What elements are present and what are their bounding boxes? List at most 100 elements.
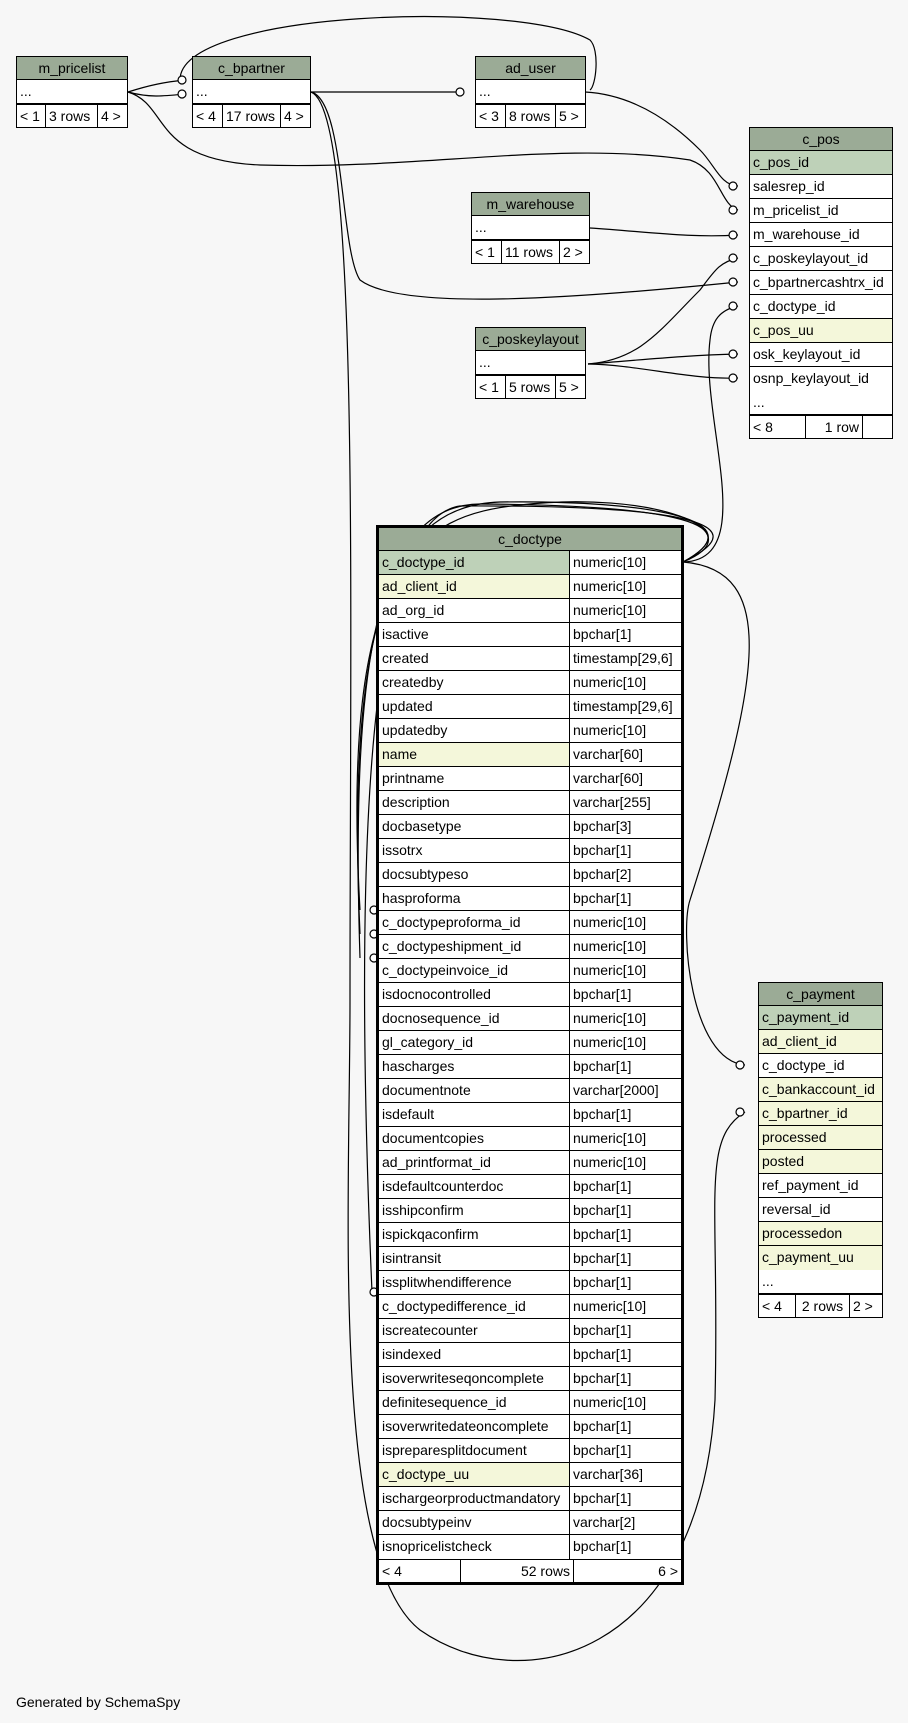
table-title[interactable]: ad_user xyxy=(476,57,585,80)
column-row[interactable]: c_pos_uu xyxy=(750,319,892,343)
children-count[interactable]: 6 > xyxy=(573,1560,681,1582)
children-count[interactable]: 2 > xyxy=(849,1295,882,1317)
column-row[interactable]: ref_payment_id xyxy=(759,1174,882,1198)
column-row[interactable]: c_poskeylayout_id xyxy=(750,247,892,271)
column-name: isdocnocontrolled xyxy=(382,986,491,1002)
column-row[interactable]: salesrep_id xyxy=(750,175,892,199)
column-row[interactable]: c_pos_id xyxy=(750,151,892,175)
column-row[interactable]: osnp_keylayout_id xyxy=(750,367,892,391)
column-row[interactable]: ad_client_id xyxy=(759,1030,882,1054)
children-count[interactable]: 4 > xyxy=(97,105,127,127)
column-row[interactable]: c_doctype_id xyxy=(750,295,892,319)
children-count[interactable]: 5 > xyxy=(555,105,585,127)
table-title[interactable]: c_poskeylayout xyxy=(476,328,585,351)
column-row[interactable]: c_doctype_id xyxy=(759,1054,882,1078)
children-count[interactable]: 4 > xyxy=(280,105,310,127)
table-title[interactable]: c_doctype xyxy=(379,528,681,551)
table-c_poskeylayout[interactable]: c_poskeylayout ... < 1 5 rows 5 > xyxy=(475,327,586,399)
parents-count[interactable]: < 1 xyxy=(20,108,40,124)
column-name: c_doctypeshipment_id xyxy=(382,938,522,954)
parents-count[interactable]: < 8 xyxy=(753,419,773,435)
children-count[interactable]: 2 > xyxy=(559,241,589,263)
table-title[interactable]: c_payment xyxy=(759,983,882,1006)
column-name: hascharges xyxy=(382,1058,455,1074)
table-ad_user[interactable]: ad_user ... < 3 8 rows 5 > xyxy=(475,56,586,128)
parents-count[interactable]: < 1 xyxy=(479,379,499,395)
column-row[interactable]: reversal_id xyxy=(759,1198,882,1222)
column-row[interactable]: c_bankaccount_id xyxy=(759,1078,882,1102)
parents-count[interactable]: < 3 xyxy=(479,108,499,124)
parents-count[interactable]: < 4 xyxy=(382,1563,402,1579)
column-row[interactable]: m_warehouse_id xyxy=(750,223,892,247)
column-row[interactable]: processedon xyxy=(759,1222,882,1246)
parents-count[interactable]: < 1 xyxy=(475,244,495,260)
table-title[interactable]: m_warehouse xyxy=(472,193,589,216)
table-title[interactable]: c_bpartner xyxy=(193,57,310,80)
column-row[interactable]: posted xyxy=(759,1150,882,1174)
column-name: ad_client_id xyxy=(379,575,569,598)
children-count[interactable] xyxy=(862,416,892,438)
parents-count[interactable]: < 4 xyxy=(196,108,216,124)
table-m_pricelist[interactable]: m_pricelist ... < 1 3 rows 4 > xyxy=(16,56,128,128)
column-row[interactable]: c_bpartnercashtrx_id xyxy=(750,271,892,295)
column-row[interactable]: c_bpartner_id xyxy=(759,1102,882,1126)
ellipsis-row: ... xyxy=(20,83,32,99)
column-row[interactable]: processed xyxy=(759,1126,882,1150)
column-row[interactable]: c_payment_uu xyxy=(759,1246,882,1270)
table-m_warehouse[interactable]: m_warehouse ... < 1 11 rows 2 > xyxy=(471,192,590,264)
table-c_bpartner[interactable]: c_bpartner ... < 4 17 rows 4 > xyxy=(192,56,311,128)
children-count[interactable]: 5 > xyxy=(555,376,585,398)
column-row[interactable]: c_payment_id xyxy=(759,1006,882,1030)
column-row[interactable]: osk_keylayout_id xyxy=(750,343,892,367)
table-title[interactable]: c_pos xyxy=(750,128,892,151)
parents-count[interactable]: < 4 xyxy=(762,1298,782,1314)
column-row[interactable]: m_pricelist_id xyxy=(750,199,892,223)
table-title[interactable]: m_pricelist xyxy=(17,57,127,80)
